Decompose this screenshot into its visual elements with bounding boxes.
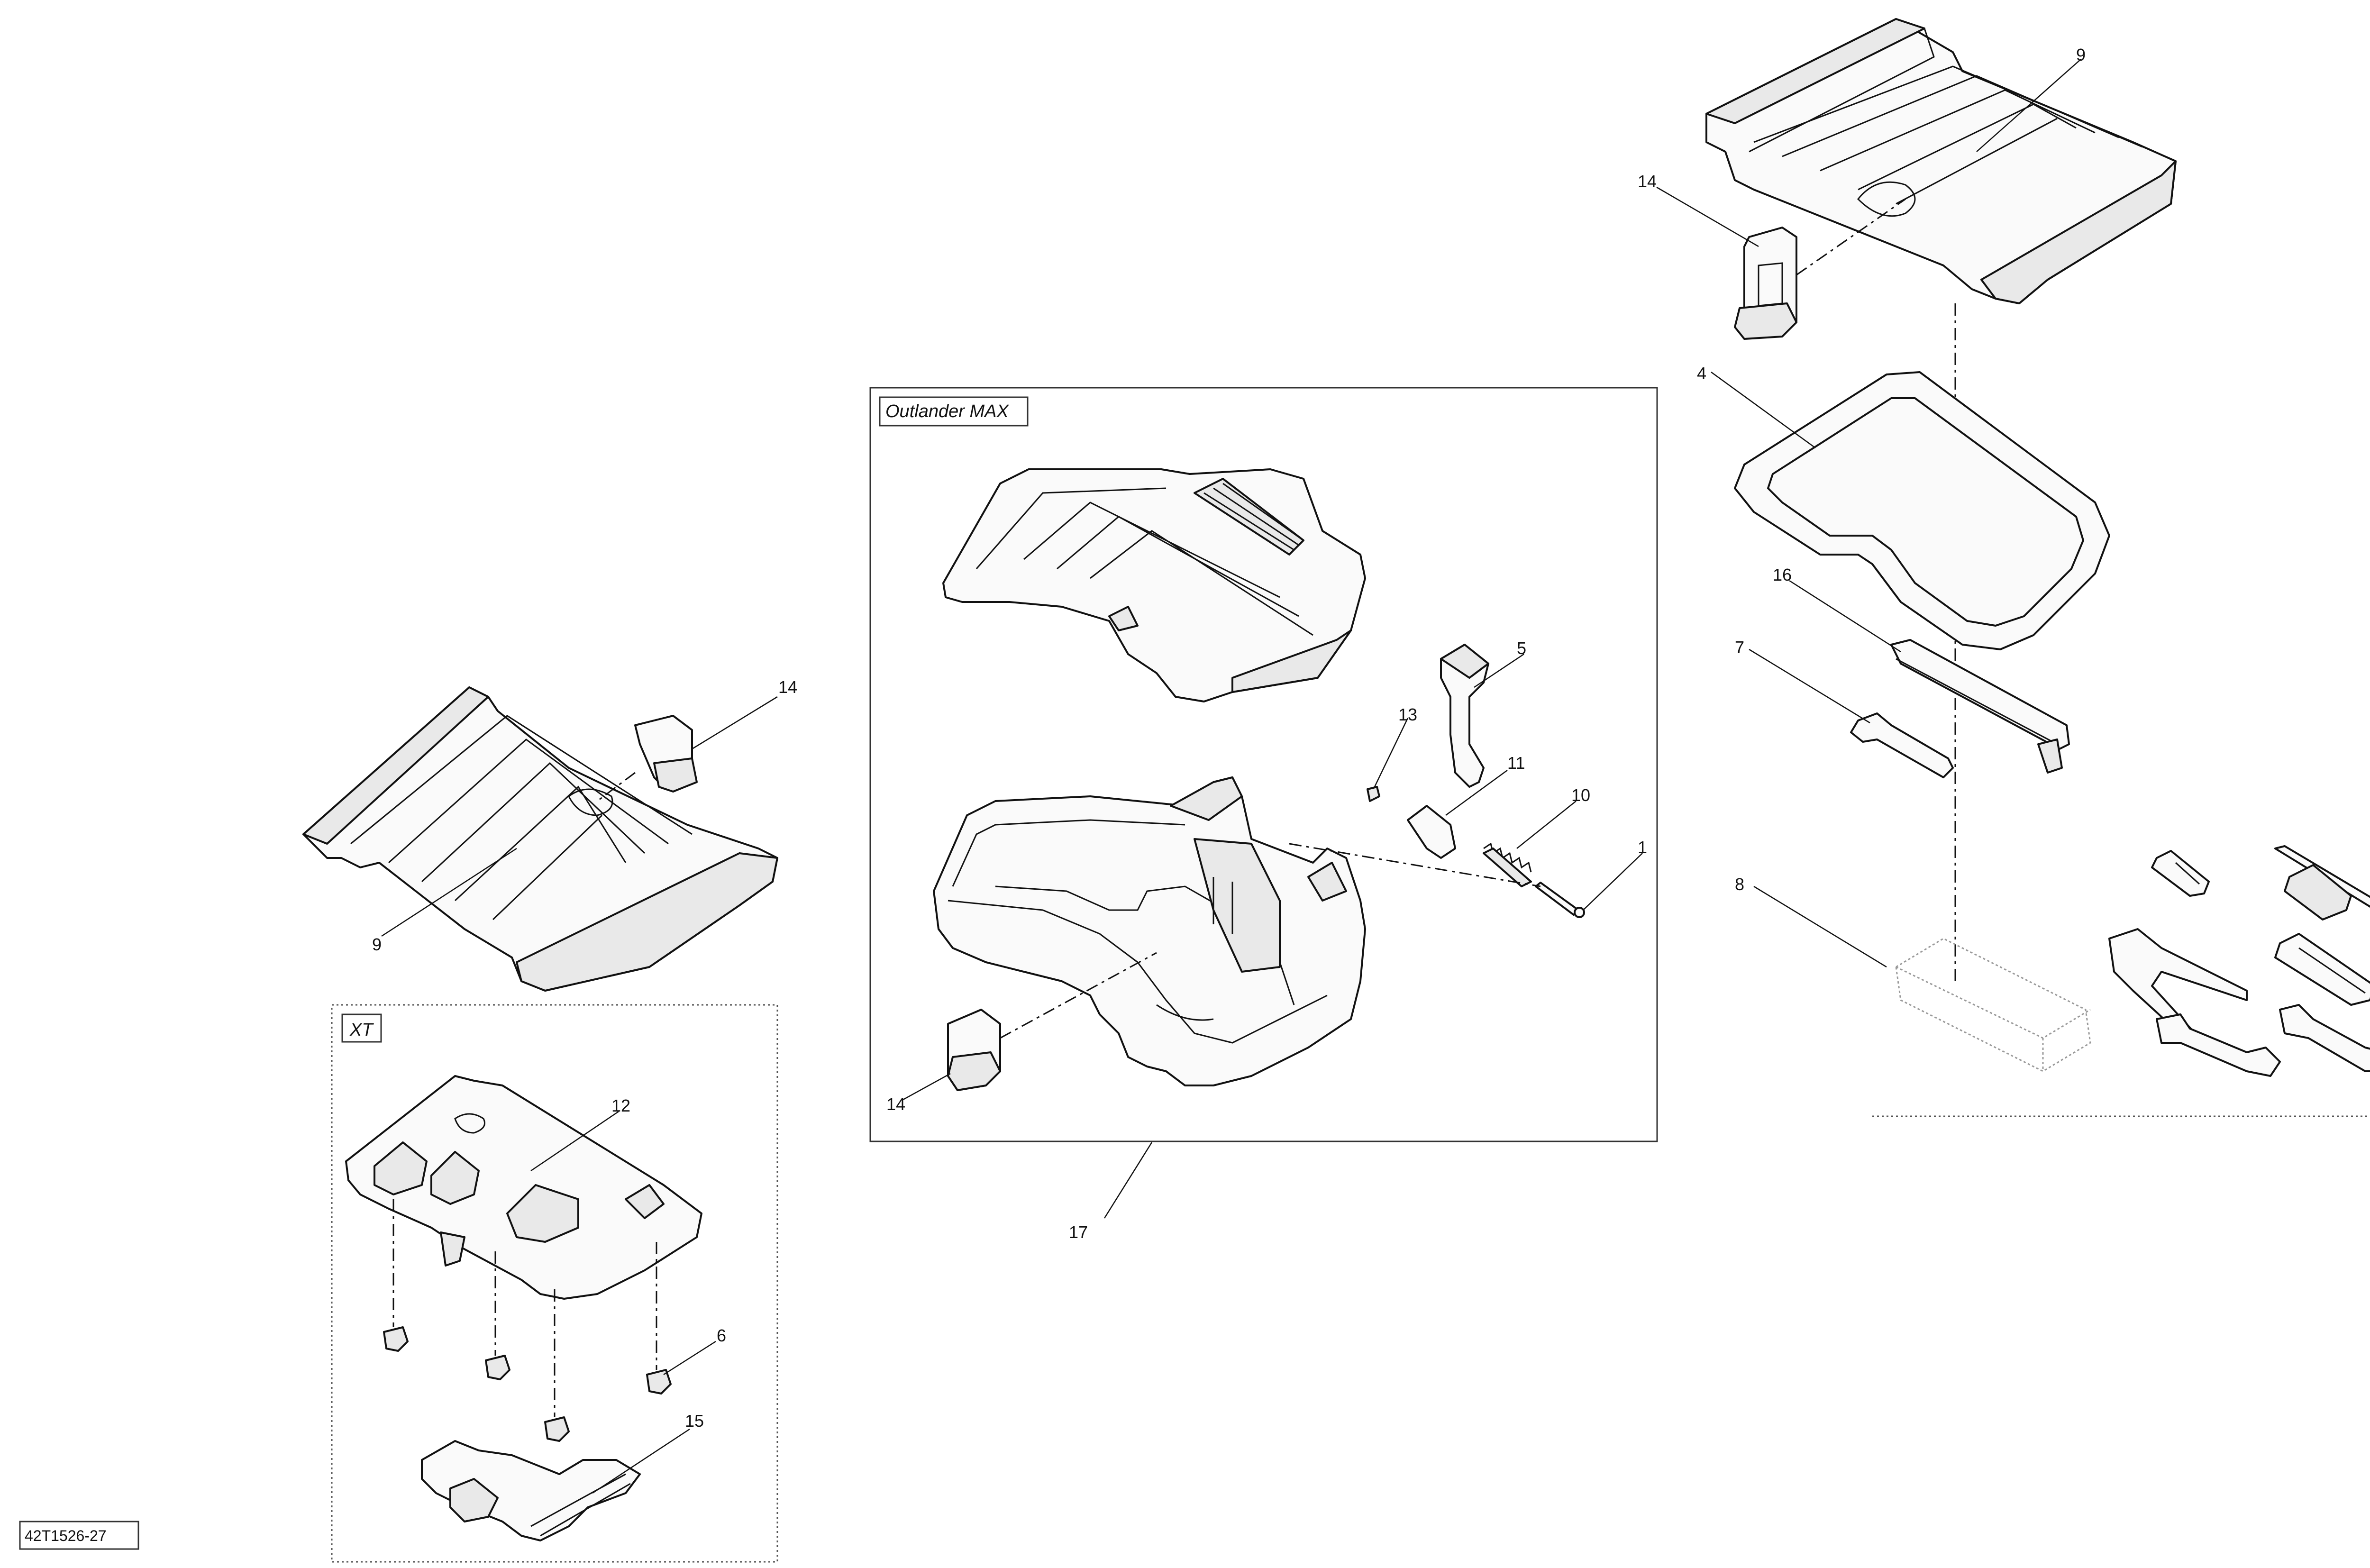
pliers-icon	[2108, 928, 2248, 1044]
spring-icon	[1483, 842, 1532, 887]
callout-6: 6	[717, 1326, 726, 1345]
strap-icon	[1890, 639, 2070, 774]
callout-14-left: 14	[778, 677, 797, 697]
clip-icon-mid	[947, 1009, 1001, 1091]
callout-13: 13	[1398, 705, 1417, 724]
callout-7: 7	[1735, 638, 1744, 657]
spark-plug-socket-icon	[2151, 850, 2210, 897]
wrench-icon-3	[2279, 1004, 2370, 1072]
retainer-icon	[1367, 786, 1380, 802]
callout-1: 1	[1638, 838, 1647, 857]
callout-8: 8	[1735, 875, 1744, 894]
outlander-max-label: Outlander MAX	[885, 401, 1009, 421]
storage-tray-icon-left	[302, 686, 778, 992]
clip-icon-left	[634, 715, 698, 793]
callout-14-top: 14	[1638, 172, 1657, 191]
callout-10: 10	[1571, 785, 1590, 805]
xt-group: XT	[331, 1004, 778, 1563]
callout-5: 5	[1517, 638, 1526, 658]
xt-label: XT	[349, 1020, 374, 1040]
gasket-icon	[1734, 371, 2110, 650]
storage-bin-icon	[933, 776, 1366, 1086]
callout-12: 12	[611, 1096, 630, 1115]
storage-tray-icon	[1705, 18, 2177, 304]
callout-17: 17	[1069, 1222, 1088, 1242]
tool-bag-icon	[1895, 938, 2091, 1072]
push-rivet-icon	[383, 1326, 672, 1442]
callout-9-left: 9	[372, 935, 382, 954]
wrench-icon-2	[2156, 1013, 2281, 1077]
callout-11: 11	[1507, 753, 1525, 773]
wrench-icon	[1850, 712, 1954, 778]
reference-code: 42T1526-27	[25, 1527, 107, 1544]
callout-14-mid: 14	[886, 1094, 905, 1114]
reference-code-box: 42T1526-27	[19, 1521, 139, 1550]
callout-9-top: 9	[2076, 45, 2086, 64]
pin-icon	[1535, 882, 1585, 918]
outlander-max-group: Outlander MAX	[869, 387, 1658, 1142]
latch-bracket-icon	[1407, 805, 1456, 859]
callout-16: 16	[1773, 565, 1792, 584]
callout-15: 15	[685, 1411, 704, 1431]
storage-bin-lid-icon	[942, 468, 1366, 702]
clip-icon	[1734, 227, 1797, 340]
mounting-plate-icon	[345, 1075, 702, 1300]
screwdriver-icon	[2274, 845, 2370, 921]
callout-4: 4	[1697, 364, 1706, 383]
spark-plug-socket-icon-2	[2274, 933, 2370, 1006]
latch-icon	[1440, 644, 1489, 788]
strap-icon-xt	[421, 1440, 641, 1541]
